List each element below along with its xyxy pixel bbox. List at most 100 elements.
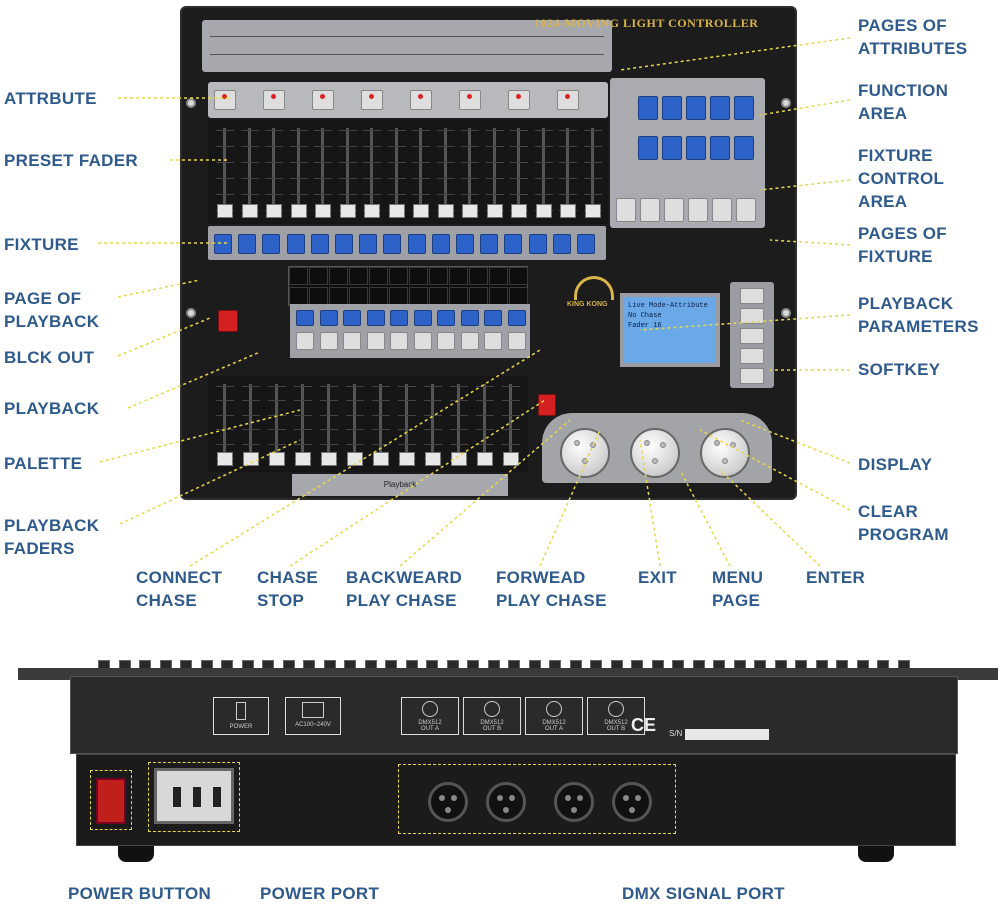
function-button[interactable] [638, 136, 658, 160]
playback-button[interactable] [343, 332, 361, 350]
palette-cell[interactable] [489, 287, 508, 305]
function-button[interactable] [638, 96, 658, 120]
fixture-button[interactable] [431, 234, 450, 254]
fader[interactable] [346, 380, 364, 472]
playback-button[interactable] [460, 332, 479, 350]
fader[interactable] [461, 124, 479, 224]
fixture-button[interactable] [456, 234, 474, 254]
fixture-control-button[interactable] [616, 198, 636, 222]
fader[interactable] [450, 380, 468, 472]
dmx-port-4[interactable] [612, 782, 652, 822]
fixture-control-button[interactable] [712, 198, 732, 222]
function-button[interactable] [686, 136, 706, 160]
playback-select-button[interactable] [343, 310, 361, 326]
fixture-button[interactable] [262, 234, 281, 254]
fader[interactable] [387, 124, 406, 224]
encoder-wheel-a[interactable] [560, 428, 610, 478]
fader[interactable] [289, 124, 308, 224]
playback-button[interactable] [413, 332, 432, 350]
palette-cell[interactable] [289, 287, 308, 305]
chase-stop-button[interactable] [538, 394, 556, 416]
fader[interactable] [216, 380, 234, 472]
playback-button[interactable] [296, 332, 314, 350]
power-button[interactable] [96, 778, 126, 824]
fixture-button[interactable] [407, 234, 426, 254]
playback-button[interactable] [484, 332, 502, 350]
fixture-button[interactable] [552, 234, 571, 254]
softkey-button[interactable] [740, 288, 764, 304]
fixture-button[interactable] [238, 234, 257, 254]
fixture-control-button[interactable] [640, 198, 660, 222]
fader[interactable] [314, 124, 332, 224]
palette-cell[interactable] [469, 267, 488, 285]
fixture-button[interactable] [480, 234, 499, 254]
fader[interactable] [216, 124, 234, 224]
fader[interactable] [294, 380, 312, 472]
fader[interactable] [265, 124, 283, 224]
function-button[interactable] [686, 96, 706, 120]
encoder-wheel-b[interactable] [630, 428, 680, 478]
fader[interactable] [476, 380, 494, 472]
dmx-port-3[interactable] [554, 782, 594, 822]
dmx-port-1[interactable] [428, 782, 468, 822]
palette-cell[interactable] [449, 267, 468, 285]
fader[interactable] [559, 124, 577, 224]
softkey-button[interactable] [740, 348, 764, 364]
palette-cell[interactable] [349, 287, 368, 305]
fader[interactable] [240, 124, 259, 224]
attribute-button[interactable] [410, 90, 432, 110]
function-button[interactable] [662, 96, 682, 120]
playback-select-button[interactable] [460, 310, 479, 326]
palette-cell[interactable] [309, 287, 328, 305]
playback-select-button[interactable] [507, 310, 526, 326]
blackout-button[interactable] [218, 310, 238, 332]
palette-cell[interactable] [329, 287, 348, 305]
playback-select-button[interactable] [296, 310, 314, 326]
softkey-button[interactable] [740, 368, 764, 384]
fixture-button[interactable] [359, 234, 378, 254]
fixture-button[interactable] [504, 234, 523, 254]
playback-select-button[interactable] [366, 310, 385, 326]
playback-select-button[interactable] [484, 310, 502, 326]
softkey-button[interactable] [740, 308, 764, 324]
fader[interactable] [242, 380, 260, 472]
palette-cell[interactable] [309, 267, 328, 285]
palette-cell[interactable] [349, 267, 368, 285]
palette-cell[interactable] [329, 267, 348, 285]
palette-cell[interactable] [489, 267, 508, 285]
fader[interactable] [424, 380, 442, 472]
fixture-control-button[interactable] [664, 198, 684, 222]
playback-button[interactable] [437, 332, 455, 350]
function-button[interactable] [734, 96, 754, 120]
attribute-button[interactable] [557, 90, 579, 110]
fader[interactable] [510, 124, 528, 224]
fader[interactable] [320, 380, 338, 472]
playback-button[interactable] [319, 332, 338, 350]
palette-cell[interactable] [429, 287, 448, 305]
palette-cell[interactable] [509, 267, 528, 285]
fixture-button[interactable] [310, 234, 329, 254]
function-button[interactable] [734, 136, 754, 160]
encoder-wheel-c[interactable] [700, 428, 750, 478]
function-button[interactable] [662, 136, 682, 160]
fixture-control-button[interactable] [736, 198, 756, 222]
palette-cell[interactable] [369, 267, 388, 285]
attribute-button[interactable] [508, 90, 530, 110]
palette-cell[interactable] [389, 267, 408, 285]
playback-select-button[interactable] [437, 310, 455, 326]
function-button[interactable] [710, 136, 730, 160]
fixture-button[interactable] [383, 234, 402, 254]
fader[interactable] [534, 124, 553, 224]
palette-cell[interactable] [409, 267, 428, 285]
playback-button[interactable] [390, 332, 408, 350]
fixture-button[interactable] [214, 234, 232, 254]
palette-cell[interactable] [449, 287, 468, 305]
fixture-button[interactable] [528, 234, 547, 254]
palette-cell[interactable] [289, 267, 308, 285]
softkey-button[interactable] [740, 328, 764, 344]
fader[interactable] [436, 124, 455, 224]
fixture-control-button[interactable] [688, 198, 708, 222]
power-port[interactable] [154, 768, 234, 824]
playback-select-button[interactable] [390, 310, 408, 326]
playback-button[interactable] [366, 332, 385, 350]
